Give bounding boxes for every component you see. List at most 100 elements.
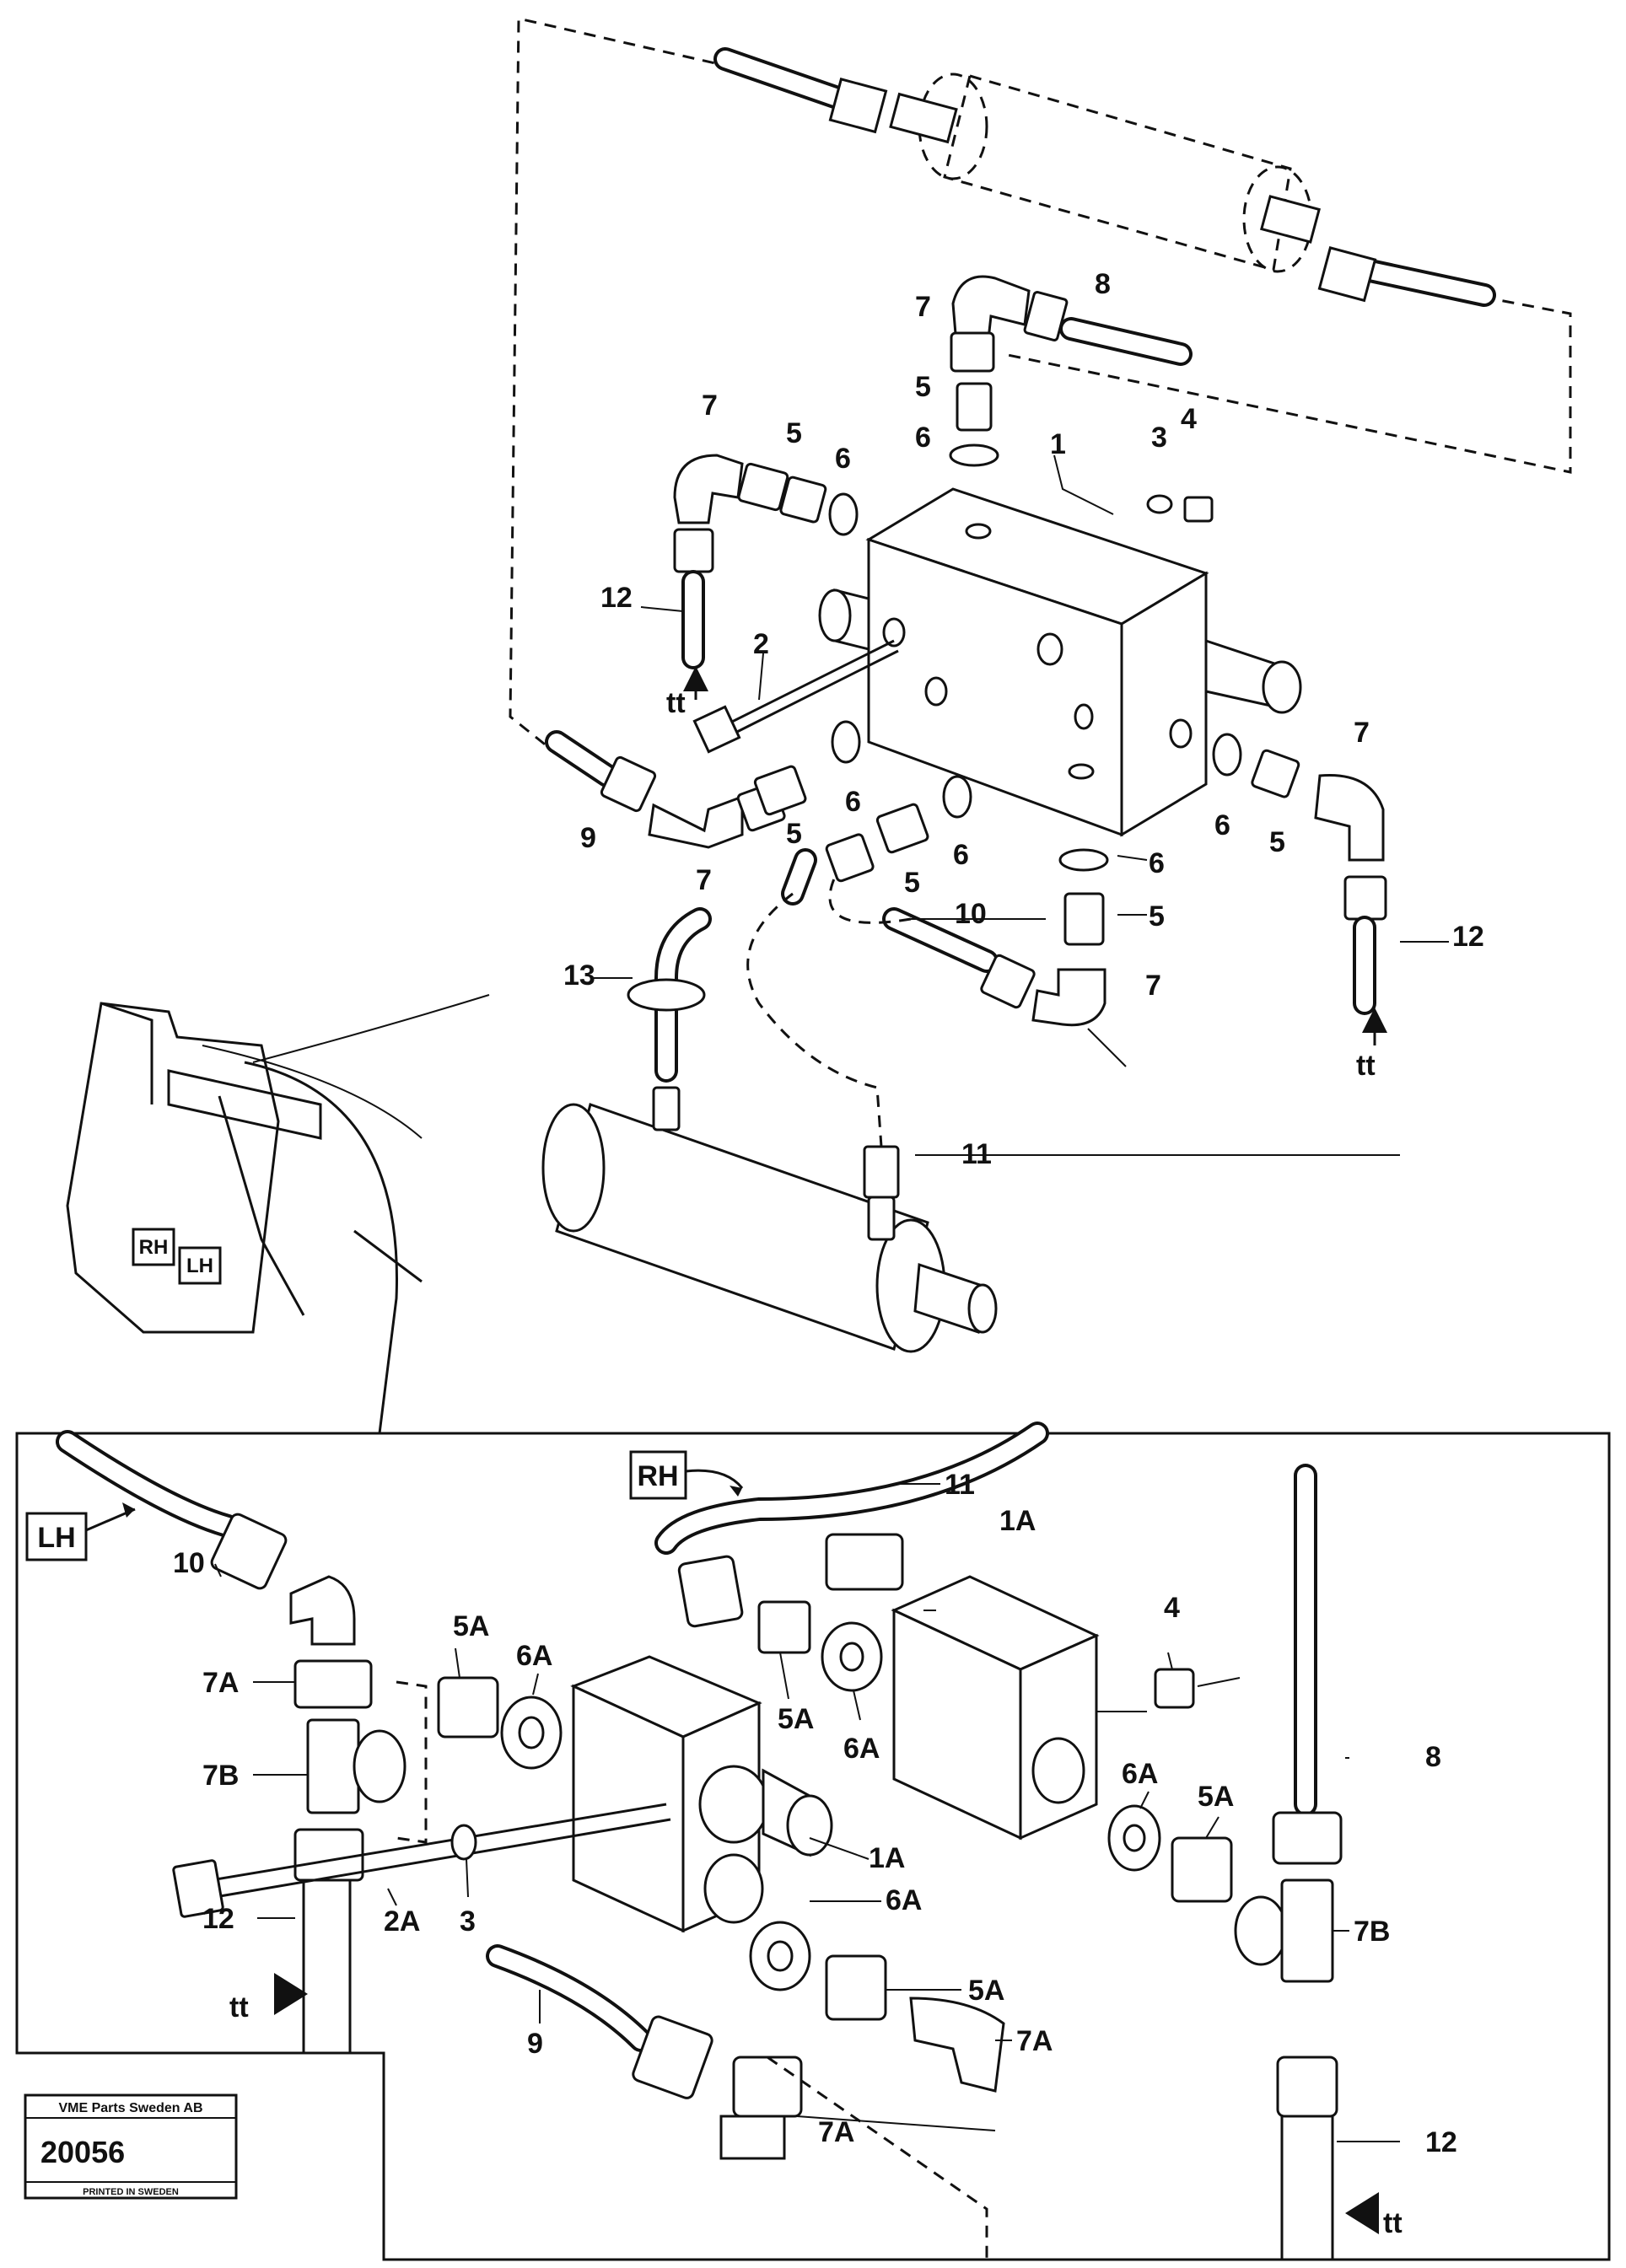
- nut-4: [1154, 1668, 1195, 1709]
- return-line-right: [1003, 277, 1572, 474]
- detail-leader-lines: [214, 1483, 1400, 2142]
- upper-exploded-view: RH LH tt tt 1: [66, 17, 1572, 1434]
- lower-left-fittings: [545, 720, 861, 849]
- bottom-cylinder: [541, 876, 998, 1353]
- fitting-upper-right: [1317, 246, 1377, 303]
- callout-5a-left: 5A: [453, 1610, 489, 1642]
- top-fitting-stack: [949, 275, 1214, 523]
- callout-4: 4: [1181, 403, 1197, 435]
- fitting-10: [210, 1513, 288, 1590]
- callout-7b-right: 7B: [1354, 1916, 1390, 1948]
- valve-block-1a-right: [891, 1575, 1100, 1841]
- callout-5-top: 5: [915, 371, 931, 403]
- callout-6-lower-left: 6: [845, 786, 861, 818]
- detail-tag-rh-box: [629, 1450, 687, 1500]
- stamp-number: 20056: [40, 2135, 125, 2169]
- callout-3: 3: [1151, 422, 1167, 454]
- callout-10: 10: [955, 898, 987, 930]
- detail-tt-arrow-left: tt: [229, 1973, 308, 2023]
- detail-frame: [15, 1432, 1611, 2261]
- fitting-upper-left: [828, 78, 888, 134]
- callout-5-lower-mid: 5: [904, 867, 920, 899]
- bottom-center-fittings: [882, 848, 1109, 1027]
- callout-6-right: 6: [1214, 809, 1230, 841]
- callout-12-right-detail: 12: [1425, 2126, 1457, 2158]
- fitting-5a-mid: [825, 1954, 887, 2021]
- callout-7-bottom: 7: [1145, 970, 1161, 1002]
- fitting-5a-upper: [757, 1600, 811, 1654]
- callout-6a-mid: 6A: [886, 1884, 922, 1916]
- inset-tag-rh-box: [132, 1228, 175, 1266]
- detail-view: LH: [15, 1422, 1611, 2261]
- callout-13: 13: [563, 959, 595, 992]
- fitting-9: [632, 2015, 713, 2099]
- fitting-5a-right: [1171, 1836, 1233, 1903]
- callout-4-detail: 4: [1164, 1592, 1180, 1624]
- washer-3: [450, 1824, 477, 1861]
- callout-7-top: 7: [915, 291, 931, 323]
- callout-5-lower-left: 5: [786, 818, 802, 850]
- callout-5-left: 5: [786, 417, 802, 449]
- callout-8: 8: [1095, 268, 1111, 300]
- tee-7b-left: [306, 1718, 360, 1814]
- upper-callouts: 1 2 3 4 5 5 5 5 5 5 6 6 6 6 6 6 7 7 7 7 …: [563, 268, 1484, 1170]
- callout-6a-upper: 6A: [843, 1733, 880, 1765]
- callout-1a-left: 1A: [869, 1842, 905, 1874]
- return-line-loop: [509, 17, 735, 752]
- stamp-printed: PRINTED IN SWEDEN: [83, 2187, 179, 2197]
- fitting-7a-bottom: [732, 2056, 803, 2118]
- inset-tag-rh: RH: [139, 1236, 169, 1259]
- part-number-stamp: VME Parts Sweden AB 20056 PRINTED IN SWE…: [24, 2093, 238, 2200]
- left-fitting-stack: [673, 454, 859, 669]
- bolt-2a-head: [172, 1859, 224, 1918]
- fitting-5a-left: [437, 1676, 499, 1739]
- tt-arrow-right: tt: [1356, 1008, 1387, 1082]
- callout-11: 11: [961, 1138, 992, 1170]
- callout-5a-right: 5A: [1198, 1781, 1234, 1813]
- callout-3-detail: 3: [460, 1905, 476, 1937]
- callout-6a-right: 6A: [1122, 1758, 1158, 1790]
- fitting-11: [677, 1555, 744, 1628]
- callout-10-detail: 10: [173, 1547, 205, 1579]
- fitting-upper-right-chain: [825, 1533, 904, 1591]
- callout-9: 9: [580, 822, 596, 854]
- callout-6-lower-mid: 6: [953, 839, 969, 871]
- tt-label-right: tt: [1356, 1050, 1376, 1082]
- tee-7b-right: [1280, 1878, 1334, 1983]
- callout-7-left: 7: [702, 390, 718, 422]
- lower-middle-fittings: [781, 775, 972, 906]
- right-fittings: [1212, 733, 1387, 1015]
- callout-6-top: 6: [915, 422, 931, 454]
- callout-7-lower-left: 7: [696, 864, 712, 896]
- loader-inset: RH LH: [66, 994, 490, 1434]
- callout-5a-upper: 5A: [778, 1703, 814, 1735]
- callout-5a-mid: 5A: [968, 1975, 1004, 2007]
- leader-to-detail: [244, 1061, 398, 1434]
- callout-7b-left: 7B: [202, 1760, 239, 1792]
- callout-6-left: 6: [835, 443, 851, 475]
- inset-tag-lh: LH: [186, 1255, 213, 1277]
- callout-12-left-detail: 12: [202, 1903, 234, 1935]
- detail-tt-label-right: tt: [1383, 2207, 1403, 2239]
- detail-tt-arrow-right: tt: [1345, 2192, 1403, 2239]
- elbow-7a-mid: [909, 1997, 1005, 2093]
- callout-11-detail: 11: [945, 1469, 975, 1501]
- elbow-7a-left: [289, 1575, 356, 1646]
- bolt-2: [692, 639, 899, 754]
- detail-tag-lh: LH: [37, 1522, 75, 1554]
- nut-7a-left: [293, 1659, 373, 1709]
- detail-tt-label-left: tt: [229, 1991, 249, 2023]
- callout-7-right: 7: [1354, 717, 1370, 749]
- callout-1a-right: 1A: [999, 1505, 1036, 1537]
- callout-7a-mid: 7A: [1016, 2025, 1053, 2057]
- tt-arrow-left: tt: [666, 666, 708, 719]
- accumulator-cylinder: [889, 73, 1321, 273]
- fitting-12-right: [1276, 2056, 1338, 2118]
- callout-9-detail: 9: [527, 2028, 543, 2060]
- callout-2: 2: [753, 628, 769, 660]
- callout-2a: 2A: [384, 1905, 420, 1937]
- stamp-company: VME Parts Sweden AB: [58, 2101, 202, 2115]
- callout-12-right: 12: [1452, 921, 1484, 953]
- callout-7a-left: 7A: [202, 1667, 239, 1699]
- callout-12-left: 12: [600, 582, 633, 614]
